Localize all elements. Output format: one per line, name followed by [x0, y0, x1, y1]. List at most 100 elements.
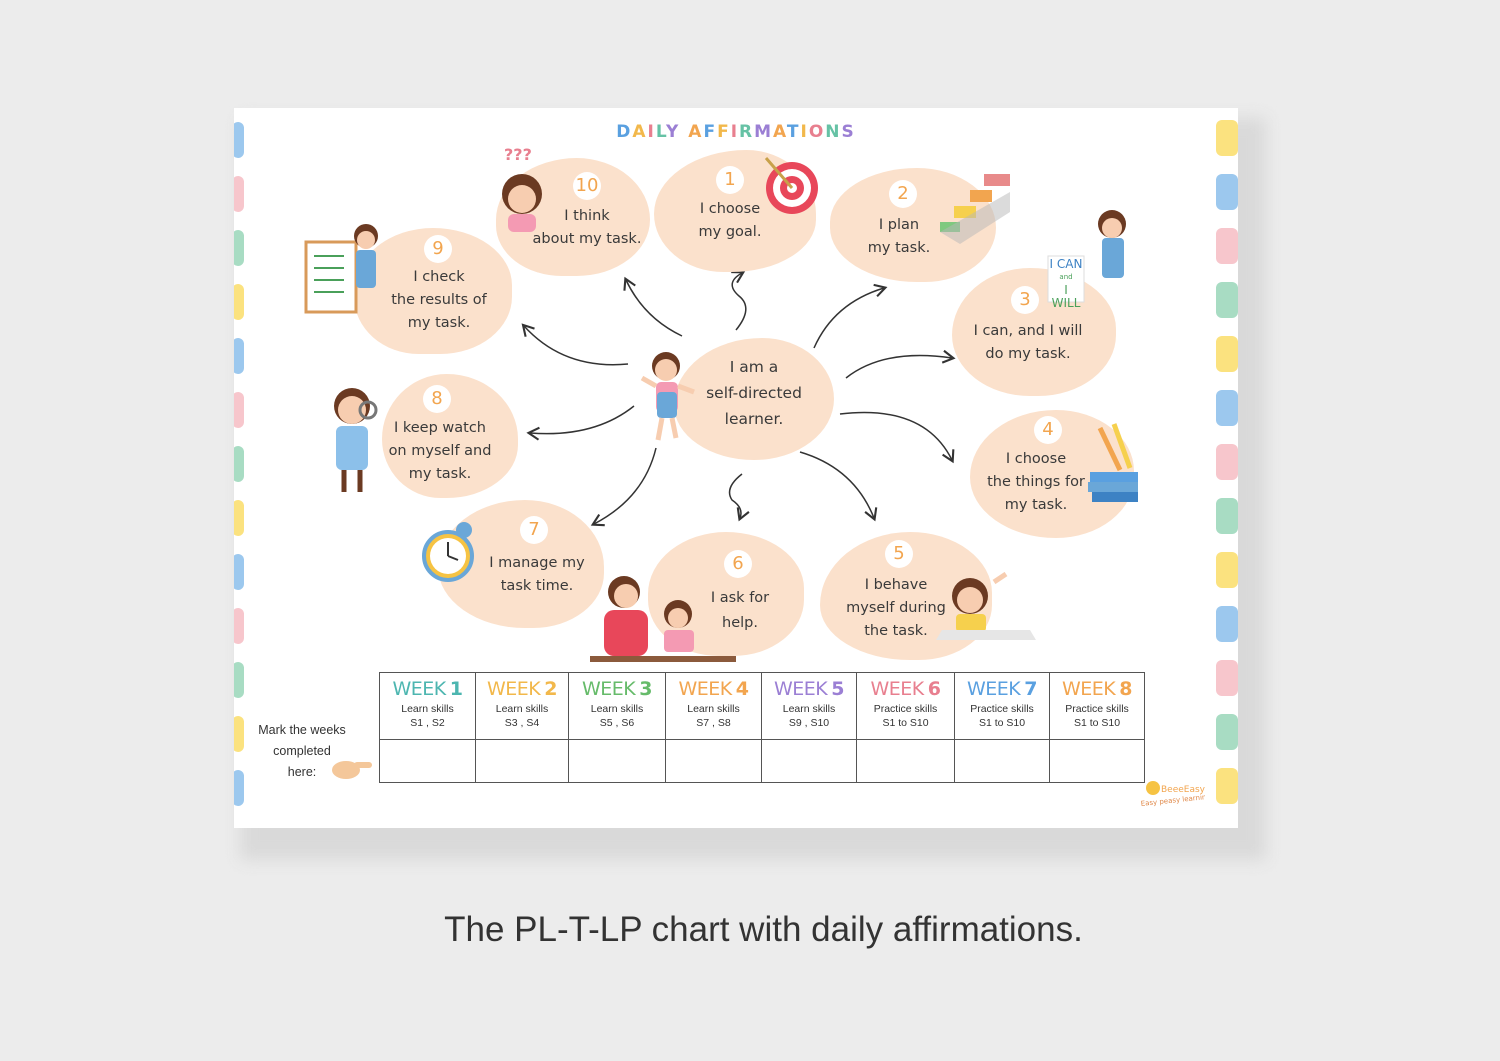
- week-6-check-box[interactable]: [856, 739, 955, 783]
- right-color-tab: [1216, 390, 1238, 426]
- center-blob: [674, 338, 834, 460]
- figure-caption: The PL-T-LP chart with daily affirmation…: [444, 910, 1083, 949]
- week-1-check-box[interactable]: [379, 739, 476, 783]
- checklist-girl-illustration: [304, 224, 378, 314]
- week-skill-label: Learn skills: [590, 703, 644, 715]
- svg-text:???: ???: [504, 145, 532, 164]
- arrow-to-5: [799, 451, 878, 522]
- left-color-tab: [234, 770, 244, 806]
- right-color-tab: [1216, 120, 1238, 156]
- left-color-tab: [234, 284, 244, 320]
- girl-center-illustration: [640, 352, 695, 441]
- week-5-check-box[interactable]: [761, 739, 857, 783]
- week-2-check-box[interactable]: [475, 739, 569, 783]
- right-color-tab: [1216, 444, 1238, 480]
- left-color-tab: [234, 446, 244, 482]
- center-affirmation: I am a self-directed learner.: [706, 358, 802, 428]
- left-color-tab: [234, 176, 244, 212]
- target-icon: [764, 157, 818, 214]
- arrow-to-10: [623, 276, 683, 337]
- week-skill-range: S7 , S8: [696, 717, 731, 729]
- week-7-check-box[interactable]: [954, 739, 1050, 783]
- left-color-tab: [234, 608, 244, 644]
- week-skill-label: Learn skills: [401, 703, 454, 715]
- alarm-clock-icon: [422, 522, 474, 582]
- mother-daughter-illustration: [590, 576, 736, 662]
- week-4-check-box[interactable]: [665, 739, 762, 783]
- poster-title: DAILY AFFIRMATIONS: [616, 122, 856, 142]
- arrow-to-1: [731, 271, 747, 331]
- connector-arrows: [521, 271, 956, 527]
- left-color-tab: [234, 122, 244, 158]
- writing-girl-illustration: [936, 572, 1036, 640]
- week-skill-label: Practice skills: [970, 703, 1034, 715]
- right-color-tab: [1216, 552, 1238, 588]
- i-can-girl-illustration: [1047, 210, 1126, 303]
- brand-logo: BeeeEasy Easy peasy learning: [1140, 781, 1205, 808]
- left-color-tab: [234, 338, 244, 374]
- svg-text:BeeeEasy: BeeeEasy: [1161, 785, 1205, 795]
- affirmation-number-7: 7: [520, 516, 548, 544]
- affirmation-number-10: 10: [573, 172, 601, 200]
- right-color-tab: [1216, 714, 1238, 750]
- arrow-to-7: [590, 447, 657, 527]
- week-skill-range: S9 , S10: [788, 717, 830, 729]
- left-color-tab: [234, 716, 244, 752]
- arrow-to-3: [845, 349, 956, 379]
- left-color-tab: [234, 662, 244, 698]
- stairs-icon: [940, 174, 1010, 244]
- arrow-to-6: [728, 473, 750, 522]
- week-skill-label: Learn skills: [495, 703, 549, 715]
- right-color-tab: [1216, 228, 1238, 264]
- arrow-to-2: [813, 283, 888, 349]
- right-color-tab: [1216, 606, 1238, 642]
- week-skill-label: Learn skills: [782, 703, 836, 715]
- week-3-check-box[interactable]: [568, 739, 666, 783]
- affirmation-number-2: 2: [889, 180, 917, 208]
- arrow-to-4: [839, 411, 955, 464]
- i-can-sticker: I CAN and I WILL: [1049, 257, 1083, 310]
- week-skill-range: S1 , S2: [410, 717, 445, 729]
- affirmation-number-1: 1: [716, 166, 744, 194]
- left-color-tab: [234, 500, 244, 536]
- right-color-tab: [1216, 282, 1238, 318]
- left-color-tab: [234, 230, 244, 266]
- affirmation-number-5: 5: [885, 540, 913, 568]
- mark-weeks-instruction: Mark the weeks completed here:: [258, 723, 346, 779]
- right-color-tab: [1216, 660, 1238, 696]
- week-skill-label: Practice skills: [1065, 703, 1129, 715]
- week-skill-range: S5 , S6: [599, 717, 635, 729]
- books-pencils-icon: [1088, 423, 1138, 502]
- right-color-tab: [1216, 174, 1238, 210]
- week-8-check-box[interactable]: [1049, 739, 1145, 783]
- week-checkbox-row: [379, 739, 1145, 783]
- week-skill-range: S1 to S10: [1073, 717, 1121, 729]
- affirmations-poster: DAILY AFFIRMATIONS I am a self-directed …: [234, 108, 1238, 828]
- questioning-girl-illustration: ???: [502, 145, 542, 232]
- week-skill-range: S3 , S4: [504, 717, 540, 729]
